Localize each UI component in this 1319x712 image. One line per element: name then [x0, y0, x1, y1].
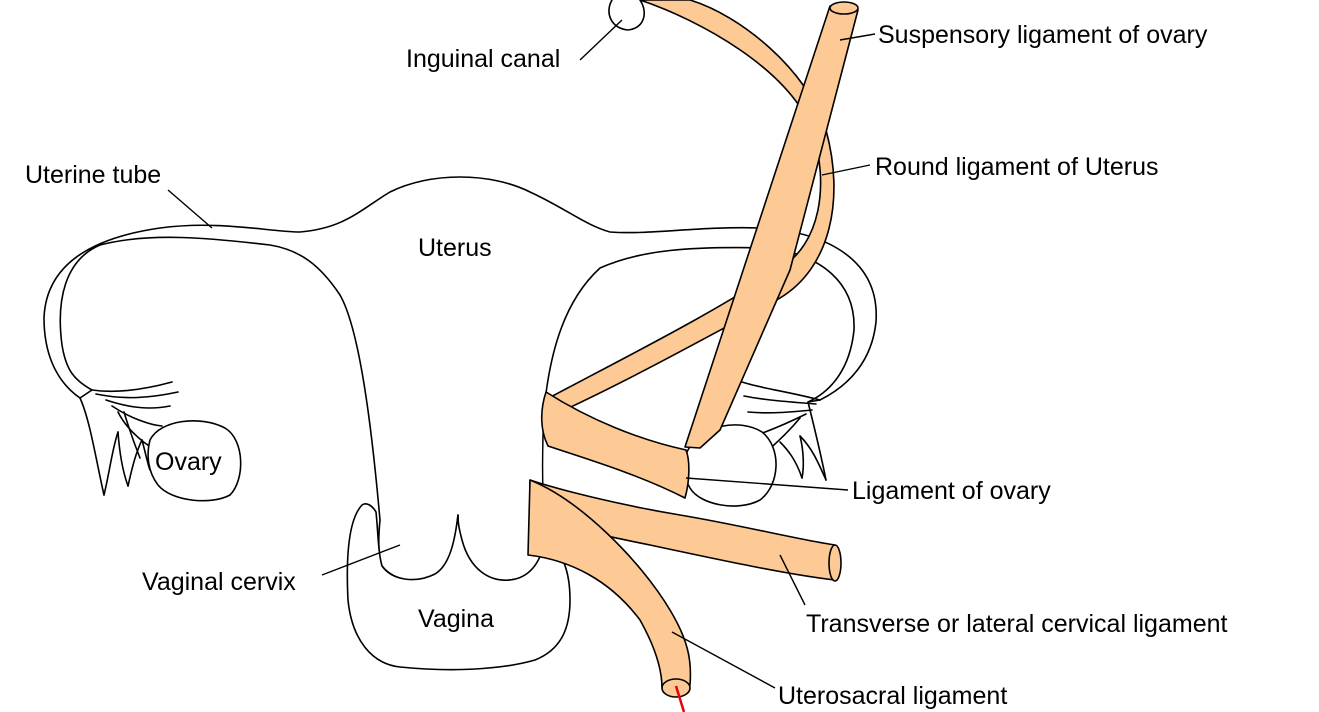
label-uterus: Uterus [418, 234, 492, 262]
label-uterosacral-ligament: Uterosacral ligament [778, 682, 1007, 710]
left-ovary [147, 420, 242, 502]
vagina-outline [346, 503, 571, 671]
suspensory-ligament-end [829, 1, 859, 15]
label-ligament-of-ovary: Ligament of ovary [852, 477, 1051, 505]
label-uterine-tube: Uterine tube [25, 161, 161, 189]
label-transverse-ligament: Transverse or lateral cervical ligament [806, 610, 1228, 638]
transverse-ligament-end [828, 544, 842, 582]
leader-lines [167, 19, 876, 689]
left-fimbriae [79, 381, 179, 496]
red-marker [674, 685, 686, 712]
label-suspensory-ligament: Suspensory ligament of ovary [878, 21, 1208, 49]
inguinal-canal-ring [608, 0, 645, 31]
label-vagina: Vagina [418, 605, 494, 633]
right-fimbriae [741, 381, 827, 481]
label-ovary: Ovary [155, 448, 222, 476]
ovary-ligament [540, 391, 690, 499]
label-vaginal-cervix: Vaginal cervix [142, 568, 296, 596]
label-round-ligament: Round ligament of Uterus [875, 153, 1158, 181]
label-inguinal-canal: Inguinal canal [406, 45, 560, 73]
